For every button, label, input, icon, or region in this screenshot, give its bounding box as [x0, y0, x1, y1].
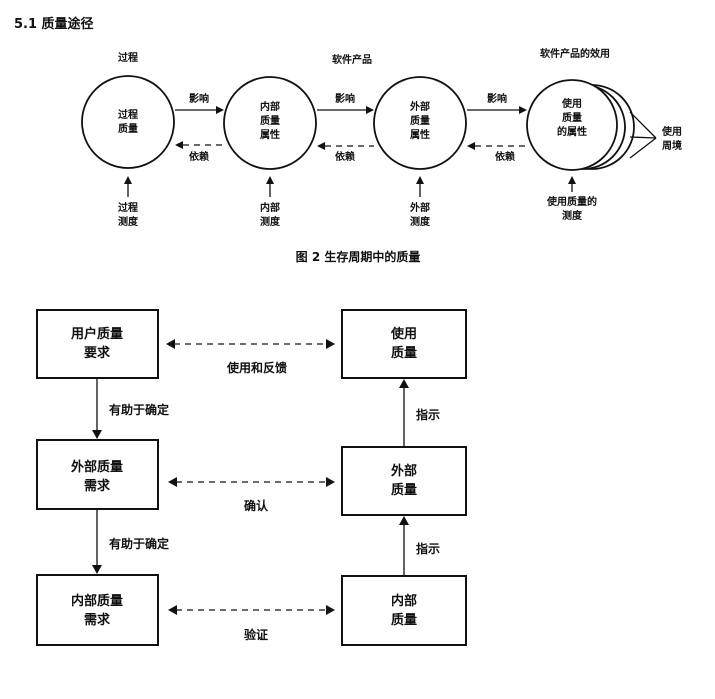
context-line-3	[629, 137, 657, 159]
label-process: 过程	[118, 51, 138, 64]
section-title: 5.1 质量途径	[14, 16, 94, 32]
label-context-line1: 使用	[661, 125, 682, 138]
label-measure1-line1: 过程	[118, 201, 138, 214]
box4-line2: 质量	[391, 345, 417, 361]
label-indicates-1: 指示	[416, 407, 440, 422]
label-indicates-2: 指示	[416, 541, 440, 556]
box6-line2: 质量	[391, 612, 417, 628]
box1-line1: 用户质量	[70, 326, 123, 342]
label-influence-3: 影响	[487, 92, 507, 105]
context-line-1	[629, 111, 657, 139]
label-measure2-line1: 内部	[260, 201, 280, 214]
arrowhead-influence-2	[366, 106, 374, 114]
circle-process-quality	[81, 75, 175, 169]
arrowhead-helps-determine-2	[92, 565, 102, 574]
circle2-line2: 质量	[260, 114, 280, 127]
label-measure1-line2: 测度	[118, 215, 139, 228]
context-line-2	[629, 136, 657, 139]
label-helps-determine-1: 有助于确定	[109, 402, 169, 417]
circle-internal-quality-attributes	[223, 76, 317, 170]
arrowhead-measure-4	[568, 176, 576, 184]
arrowhead-verify-left	[168, 605, 177, 615]
label-software-product: 软件产品	[332, 53, 372, 66]
arrowhead-verify-right	[326, 605, 335, 615]
label-depend-3: 依赖	[495, 150, 515, 163]
label-measure3-line2: 测度	[410, 215, 431, 228]
label-context-line2: 周境	[662, 139, 682, 152]
box-external-quality-requirements	[36, 439, 159, 510]
box5-line2: 质量	[391, 482, 417, 498]
circle2-line1: 内部	[260, 100, 280, 113]
label-verify: 验证	[244, 627, 268, 642]
box2-line1: 外部质量	[70, 459, 123, 475]
circle4-line1: 使用	[561, 97, 582, 110]
label-software-product-effect: 软件产品的效用	[540, 47, 610, 60]
label-measure4-line2: 测度	[562, 209, 583, 222]
figure-2-caption: 图 2 生存周期中的质量	[296, 249, 421, 264]
arrowhead-indicates-1	[399, 379, 409, 388]
box6-line1: 内部	[391, 593, 417, 609]
label-helps-determine-2: 有助于确定	[109, 536, 169, 551]
arrowhead-measure-3	[416, 176, 424, 184]
label-depend-1: 依赖	[189, 150, 209, 163]
arrowhead-depend-3	[467, 142, 475, 150]
box5-line1: 外部	[390, 463, 417, 479]
circle-quality-in-use-attributes	[526, 79, 618, 171]
circle3-line3: 属性	[410, 128, 430, 141]
label-measure4-line1: 使用质量的	[546, 195, 597, 208]
arrowhead-influence-1	[216, 106, 224, 114]
label-influence-2: 影响	[335, 92, 355, 105]
arrowhead-confirm-right	[326, 477, 335, 487]
circle-external-quality-attributes	[373, 76, 467, 170]
box-user-quality-requirements	[36, 309, 159, 379]
arrowhead-indicates-2	[399, 516, 409, 525]
circle1-line2: 质量	[118, 122, 138, 135]
box-quality-in-use	[341, 309, 467, 379]
box3-line1: 内部质量	[71, 593, 123, 609]
box1-line2: 要求	[84, 345, 111, 361]
circle1-line1: 过程	[118, 108, 138, 121]
arrowhead-measure-2	[266, 176, 274, 184]
box-external-quality	[341, 446, 467, 516]
circle3-line1: 外部	[409, 100, 430, 113]
arrowhead-measure-1	[124, 176, 132, 184]
arrowhead-influence-3	[519, 106, 527, 114]
arrowhead-use-feedback-right	[326, 339, 335, 349]
circle4-line2: 质量	[562, 111, 582, 124]
label-influence-1: 影响	[189, 92, 209, 105]
figure-3-quality-model: 用户质量 要求 外部质量 需求 内部质量 需求 使用 质量 外部 质量 内部 质…	[36, 309, 467, 646]
arrowhead-depend-1	[175, 141, 183, 149]
circle2-line3: 属性	[260, 128, 280, 141]
arrowhead-use-feedback-left	[166, 339, 175, 349]
arrowhead-depend-2	[317, 142, 325, 150]
box-internal-quality	[341, 575, 467, 646]
figure-2-lifecycle-quality: 过程 软件产品 软件产品的效用 过程 质量 内部 质量 属性 外部 质量 属性 …	[81, 47, 682, 264]
circle4-line3: 的属性	[557, 125, 587, 138]
circle3-line2: 质量	[410, 114, 430, 127]
arrowhead-confirm-left	[168, 477, 177, 487]
box3-line2: 需求	[84, 612, 111, 628]
box4-line1: 使用	[390, 326, 417, 342]
label-confirm: 确认	[244, 498, 269, 513]
box-internal-quality-requirements	[36, 574, 159, 646]
box2-line2: 需求	[84, 478, 111, 494]
arrowhead-helps-determine-1	[92, 430, 102, 439]
label-use-feedback: 使用和反馈	[226, 360, 287, 375]
label-measure2-line2: 测度	[260, 215, 281, 228]
label-measure3-line1: 外部	[409, 201, 430, 214]
label-depend-2: 依赖	[335, 150, 355, 163]
